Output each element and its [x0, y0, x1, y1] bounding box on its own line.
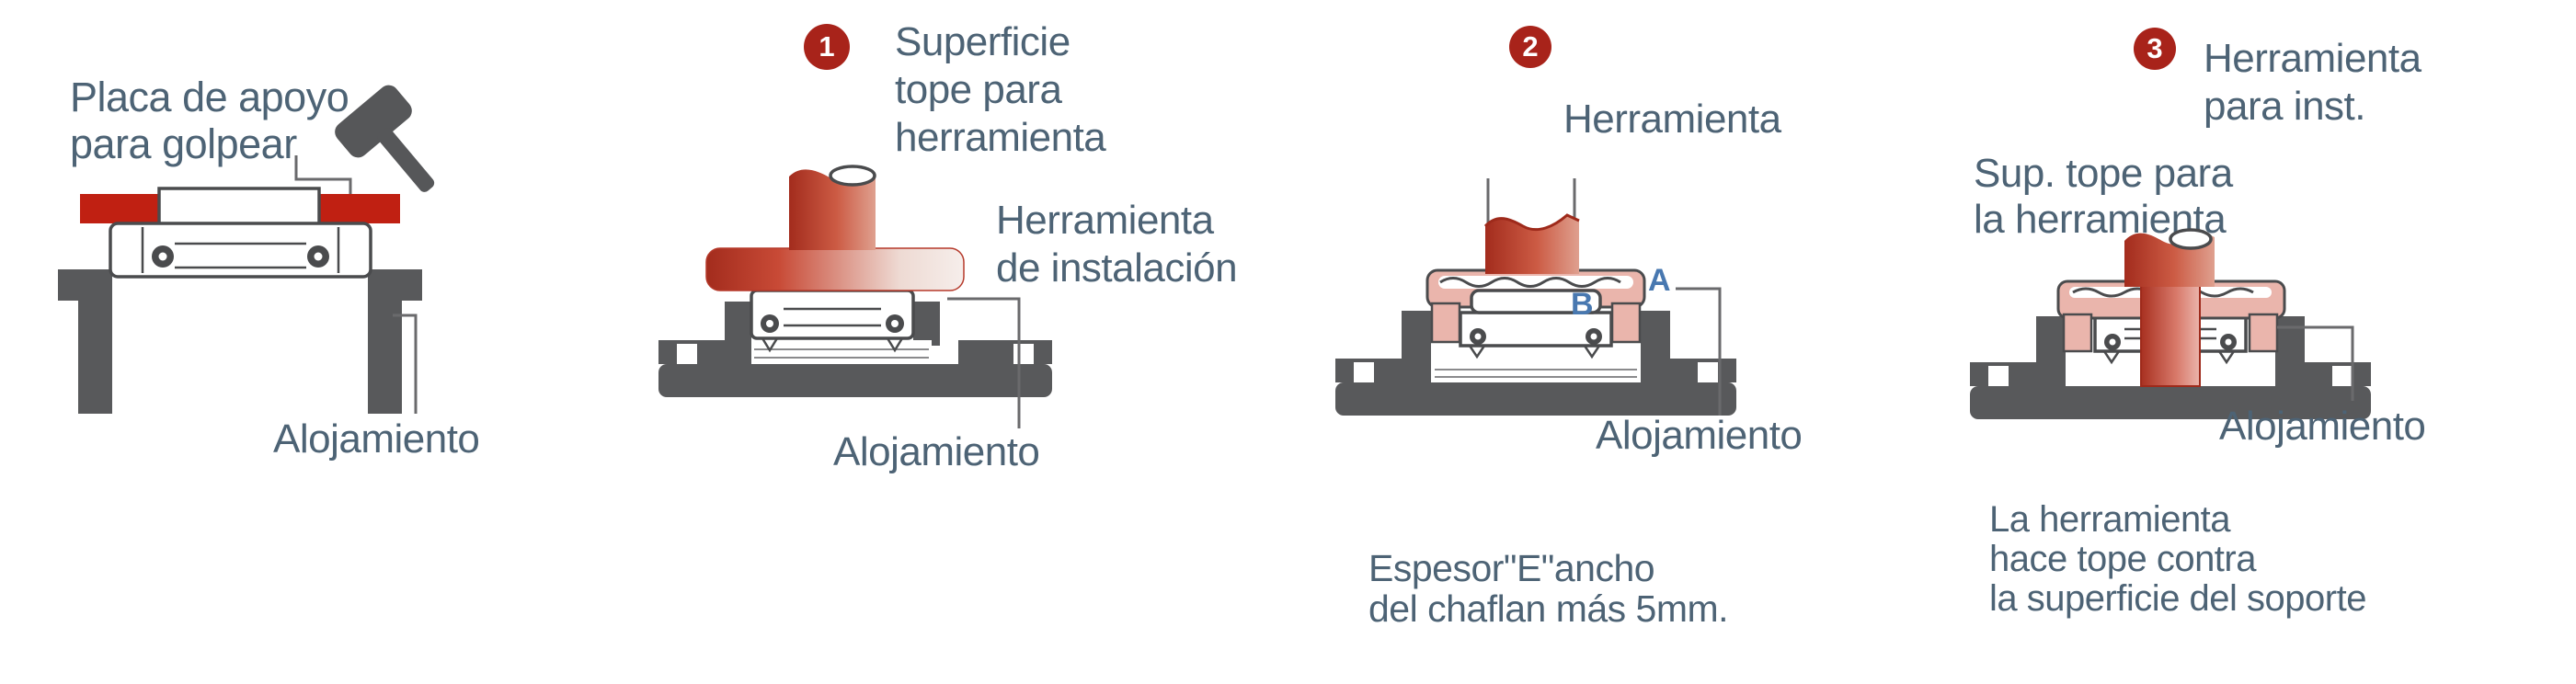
hammer-handle: [377, 128, 435, 192]
housing-notch-left: [677, 344, 697, 364]
housing-label: Alojamiento: [833, 429, 1040, 474]
step-1-badge: 1: [804, 24, 850, 70]
housing-label: Alojamiento: [1596, 413, 1803, 458]
housing-notch-right: [1698, 362, 1718, 382]
housing-base: [1335, 382, 1736, 416]
tool-leg-left: [2062, 313, 2093, 353]
housing-leader-line: [2277, 325, 2354, 401]
tool-cylinder-top: [2169, 228, 2213, 250]
housing-left-wall: [58, 269, 112, 414]
housing-notch-left: [1988, 366, 2009, 386]
seal-top-void: [1470, 289, 1602, 314]
plate-leader-line: [294, 155, 352, 198]
step-3-caption: La herramienta hace tope contra la super…: [1989, 499, 2366, 619]
seal-lips: [1468, 345, 1601, 359]
tool-cylinder: [1485, 215, 1579, 274]
tool-shaft: [2140, 282, 2201, 387]
housing-bore: [112, 290, 368, 414]
housing-notch-right: [2332, 366, 2353, 386]
tool-flange: [705, 247, 965, 291]
stop-surface-label: Sup. tope para la herramienta: [1974, 151, 2233, 242]
step-2-title: Herramienta: [1563, 97, 1781, 142]
step-3-badge: 3: [2134, 28, 2176, 70]
step-2-caption: Espesor"E"ancho del chaflan más 5mm.: [1368, 547, 1729, 630]
tool-depth-diagram: A B: [1335, 178, 1736, 416]
housing-notch-left: [1354, 362, 1374, 382]
housing-leader-line: [1676, 287, 1722, 416]
hit-plate-diagram: [58, 155, 422, 414]
housing-label: Alojamiento: [2219, 404, 2426, 449]
tool-leg-right: [2248, 313, 2279, 353]
housing-base: [1970, 386, 2371, 419]
housing-notch-right: [1013, 344, 1034, 364]
seal-lips: [761, 337, 904, 353]
housing-leader-line: [393, 314, 418, 414]
install-tool-diagram: [658, 165, 1052, 428]
dim-b-label: B: [1571, 287, 1594, 322]
dim-a-label: A: [1648, 263, 1671, 298]
seal-case: [750, 289, 915, 340]
backing-plate-label: Placa de apoyo para golpear: [70, 74, 349, 167]
hammer-icon: [335, 85, 435, 192]
housing-base: [658, 364, 1052, 397]
seal-lips: [2102, 350, 2236, 365]
tool-cup-leg-left: [1430, 302, 1461, 344]
install-tool-label: Herramienta de instalación: [996, 198, 1238, 291]
step-1-title: Superficie tope para herramienta: [895, 19, 1106, 160]
contact-wave: [1439, 277, 1621, 288]
tool-cylinder-top: [829, 165, 876, 187]
seal-case: [109, 222, 372, 279]
step-2-badge: 2: [1509, 26, 1551, 68]
housing-right-wall: [368, 269, 422, 414]
tool-seated-diagram: [1970, 228, 2371, 419]
step-3-title: Herramienta para inst.: [2204, 36, 2421, 129]
seal-case: [1459, 311, 1613, 348]
housing-label: Alojamiento: [273, 416, 480, 462]
tool-cylinder: [789, 169, 876, 250]
tool-cup-leg-right: [1610, 302, 1642, 344]
housing-leader-line: [947, 297, 1021, 428]
hammer-head: [335, 85, 412, 158]
plate-center-block: [157, 187, 321, 229]
